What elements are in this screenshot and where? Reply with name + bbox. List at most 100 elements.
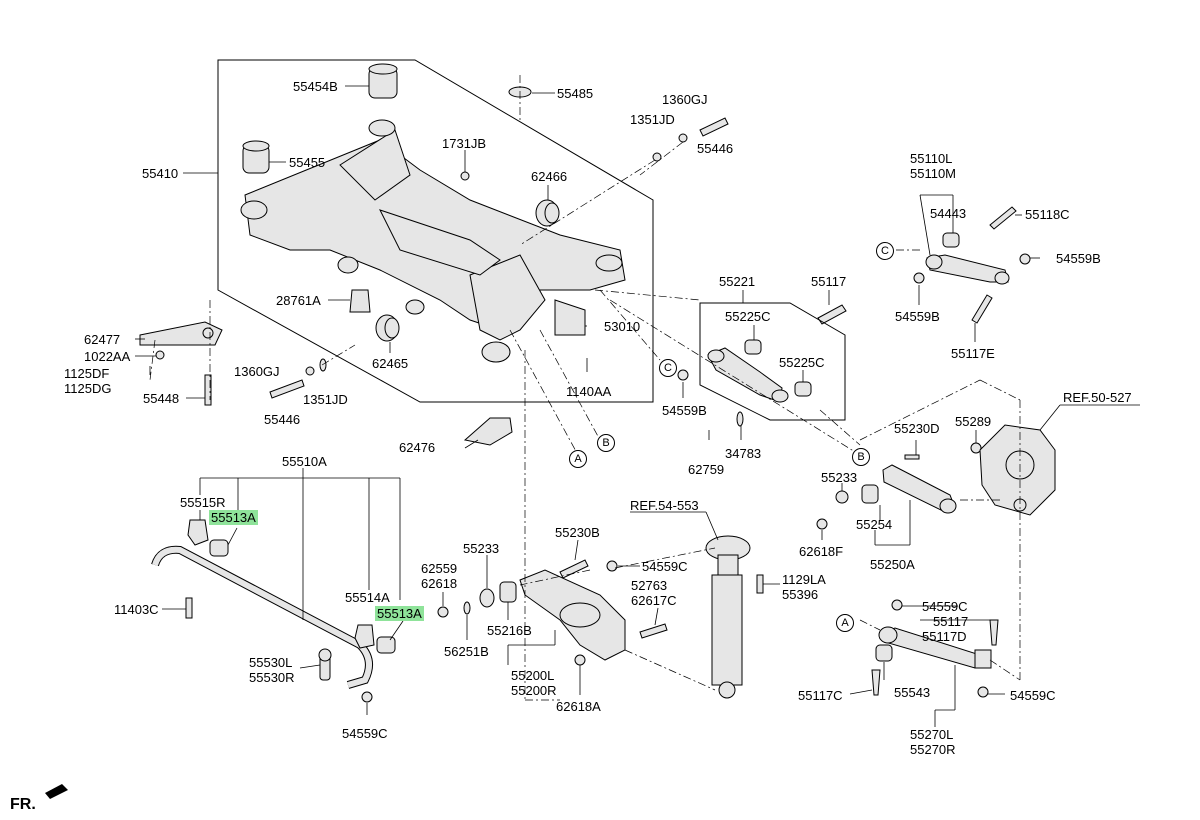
nut-62618A[interactable] [574,654,586,666]
callout-c-2[interactable]: C [876,242,894,260]
callout-c-1[interactable]: C [659,359,677,377]
label-54559C-r2[interactable]: 54559C [1010,688,1056,703]
arm-55221[interactable] [707,347,789,403]
nut-54559B-r[interactable] [1019,253,1031,265]
bushing-55543[interactable] [875,644,893,662]
bushing-55455[interactable] [242,140,270,174]
label-55513A-2[interactable]: 55513A [375,606,424,621]
label-55515R[interactable]: 55515R [180,495,226,510]
nut-54559C-bot[interactable] [361,691,373,703]
bushing-55254[interactable] [861,484,879,504]
label-62618F[interactable]: 62618F [799,544,844,559]
label-55216B[interactable]: 55216B [487,623,532,638]
label-55225C-a[interactable]: 55225C [725,309,771,324]
bushing-55216B[interactable] [499,581,517,603]
label-54559B-r2[interactable]: 54559B [895,309,940,324]
bolt-55118C[interactable] [989,206,1017,230]
label-1140AA[interactable]: 1140AA [566,384,612,399]
label-55233-r[interactable]: 55233 [821,470,858,485]
label-62559[interactable]: 62559 [421,561,458,576]
label-11403C[interactable]: 11403C [114,602,159,617]
label-55454B[interactable]: 55454B [293,79,338,94]
callout-a-1[interactable]: A [569,450,587,468]
label-55270R[interactable]: 55270R [910,742,956,757]
bushing-55233-m[interactable] [479,588,495,608]
label-55446-mid[interactable]: 55446 [264,412,301,427]
label-55530R[interactable]: 55530R [249,670,295,685]
label-55250A[interactable]: 55250A [870,557,915,572]
label-1129LA[interactable]: 1129LA [782,572,826,587]
callout-a-2[interactable]: A [836,614,854,632]
bracket-28761A[interactable] [349,289,371,313]
label-1125DF[interactable]: 1125DF [64,366,110,381]
label-ref-50-527[interactable]: REF.50-527 [1063,390,1132,405]
bolt-55117-r[interactable] [989,619,999,646]
bracket-62476[interactable] [463,417,513,446]
arm-55250A[interactable] [882,464,957,514]
callout-b-2[interactable]: B [852,448,870,466]
label-55117D[interactable]: 55117D [922,629,967,644]
nut-54559C-m[interactable] [606,560,618,572]
bolt-1129LA[interactable] [756,574,764,594]
bushing-62465[interactable] [375,314,400,342]
label-55543[interactable]: 55543 [894,685,931,700]
nut-54559C-r2[interactable] [977,686,989,698]
label-55117C[interactable]: 55117C [798,688,843,703]
label-55233-m[interactable]: 55233 [463,541,500,556]
bushing-55513A-2[interactable] [376,636,396,654]
label-55117-top[interactable]: 55117 [811,274,847,289]
nut-62618F[interactable] [816,518,828,530]
nut-1731JB[interactable] [460,171,470,181]
washer-56251B[interactable] [463,601,471,615]
shock-absorber-ref-54-553[interactable] [705,535,751,699]
label-55530L[interactable]: 55530L [249,655,293,670]
bracket-62477[interactable] [139,321,223,346]
label-55118C[interactable]: 55118C [1025,207,1070,222]
label-55221[interactable]: 55221 [719,274,756,289]
label-55289[interactable]: 55289 [955,414,992,429]
label-1351JD-top[interactable]: 1351JD [630,112,675,127]
bracket-55515R[interactable] [187,519,209,546]
bolt-62617C[interactable] [639,623,668,639]
bolt-55230B[interactable] [559,559,589,579]
bolt-11403C[interactable] [185,597,193,619]
label-56251B[interactable]: 56251B [444,644,489,659]
label-54559B-mid[interactable]: 54559B [662,403,707,418]
bushing-62466[interactable] [535,199,560,227]
bolt-55446-mid[interactable] [269,379,305,399]
bushing-55513A-1[interactable] [209,539,229,557]
label-62617C[interactable]: 62617C [631,593,677,608]
label-54443[interactable]: 54443 [930,206,967,221]
bolt-55117E[interactable] [971,294,993,324]
label-55200L[interactable]: 55200L [511,668,555,683]
label-ref-54-553[interactable]: REF.54-553 [630,498,699,513]
bracket-55514A[interactable] [354,624,375,649]
label-1360GJ-top[interactable]: 1360GJ [662,92,708,107]
label-62465[interactable]: 62465 [372,356,409,371]
bushing-55225C-a[interactable] [744,339,762,355]
bolt-55448[interactable] [204,374,212,406]
bushing-55225C-b[interactable] [794,381,812,397]
label-55396[interactable]: 55396 [782,587,819,602]
label-54559C-r[interactable]: 54559C [922,599,968,614]
label-55110M[interactable]: 55110M [910,166,957,181]
label-1125DG[interactable]: 1125DG [64,381,112,396]
nut-62618[interactable] [437,606,449,618]
lower-arm-55200[interactable] [519,569,626,661]
label-62759[interactable]: 62759 [688,462,725,477]
bracket-53010[interactable] [554,299,586,336]
washer-55289[interactable] [970,442,982,454]
washer-1351JD-mid[interactable] [319,358,327,372]
arm-55110[interactable] [925,254,1010,285]
knuckle-ref-50-527[interactable] [979,424,1056,516]
bolt-55446-top[interactable] [699,117,729,137]
label-55510A[interactable]: 55510A [282,454,327,469]
label-55446-top[interactable]: 55446 [697,141,734,156]
label-55225C-b[interactable]: 55225C [779,355,825,370]
label-62476[interactable]: 62476 [399,440,436,455]
label-55514A[interactable]: 55514A [345,590,390,605]
label-55513A-1[interactable]: 55513A [209,510,258,525]
label-55270L[interactable]: 55270L [910,727,954,742]
label-28761A[interactable]: 28761A [276,293,321,308]
bolt-55117C[interactable] [871,669,881,696]
